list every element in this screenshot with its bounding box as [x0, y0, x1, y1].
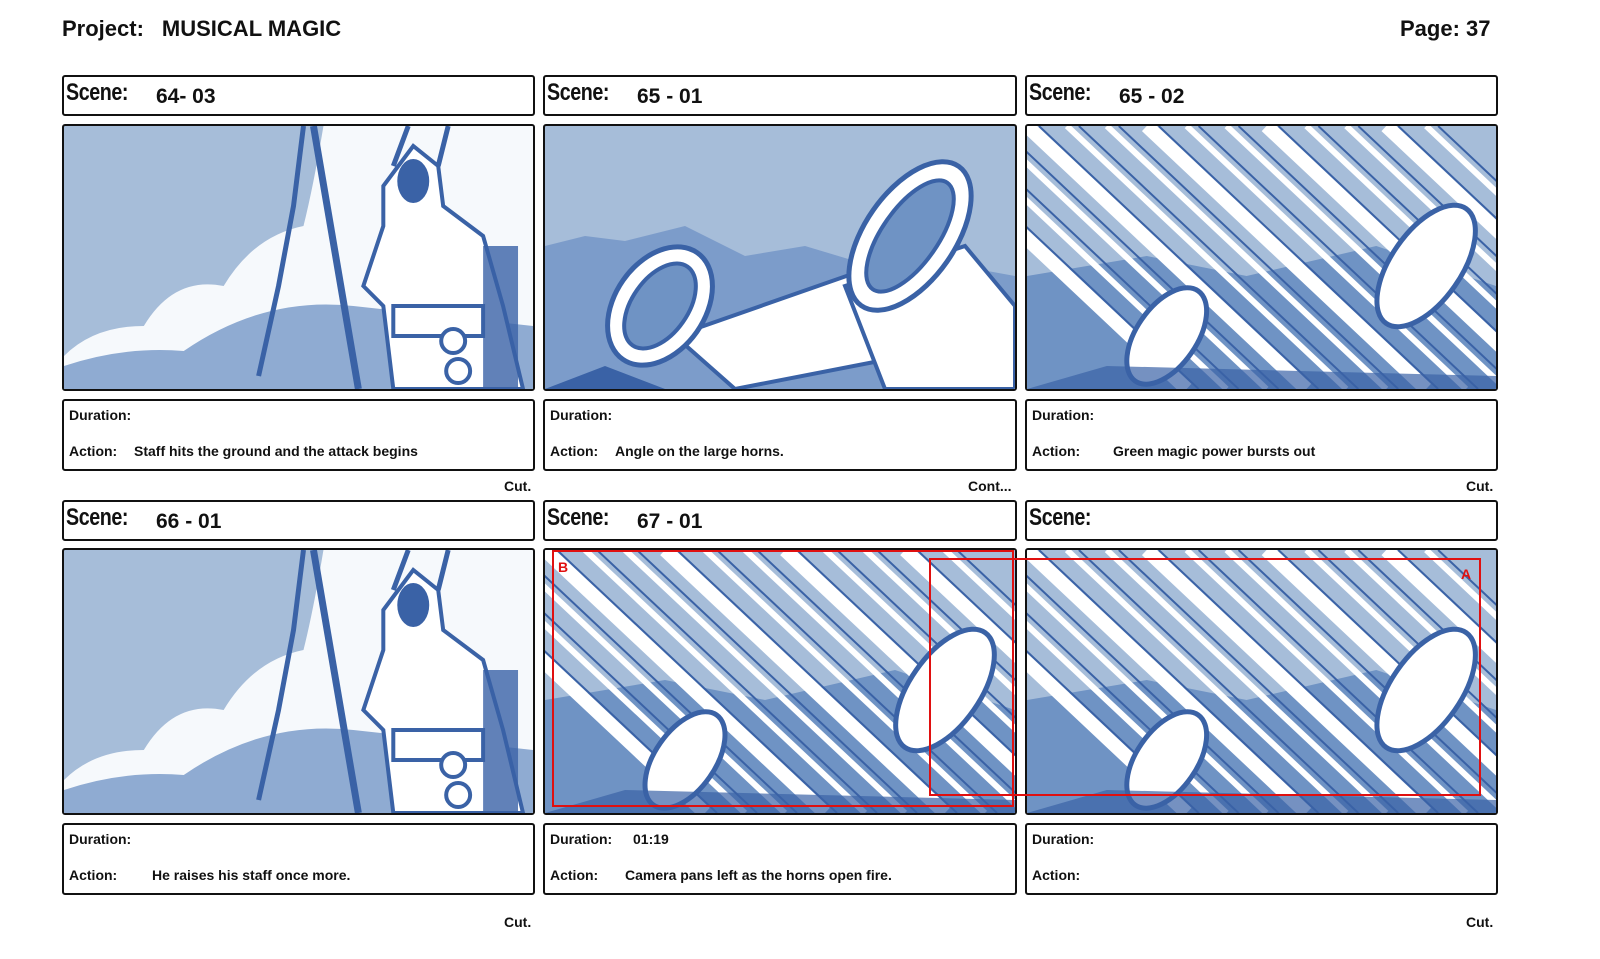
scene-label: Scene: — [66, 504, 129, 531]
action-text: Angle on the large horns. — [615, 443, 784, 459]
page-number: Page: 37 — [1400, 16, 1491, 42]
action-label: Action: — [69, 443, 118, 459]
duration-label: Duration: — [550, 831, 613, 847]
scene-label: Scene: — [1029, 79, 1092, 106]
action-label: Action: — [550, 443, 599, 459]
scene-header: Scene: 65 - 02 — [1025, 75, 1498, 116]
action-text: He raises his staff once more. — [152, 867, 351, 883]
scene-header: Scene: 64- 03 — [62, 75, 535, 116]
panel-image-large-horns — [543, 124, 1017, 391]
transition-label: Cut. — [1466, 478, 1494, 494]
panel-notes: Duration: Action: Green magic power burs… — [1025, 399, 1498, 471]
project-name: MUSICAL MAGIC — [161, 16, 342, 41]
scene-label: Scene: — [547, 504, 610, 531]
panel-image-horns-firing — [1025, 124, 1498, 391]
duration-label: Duration: — [1032, 831, 1095, 847]
scene-header: Scene: — [1025, 500, 1498, 541]
camera-frame-b — [552, 550, 1014, 807]
camera-frame-a-label: A — [1461, 566, 1472, 582]
action-text: Camera pans left as the horns open fire. — [625, 867, 892, 883]
page-label: Page: — [1400, 16, 1460, 41]
scene-label: Scene: — [1029, 504, 1092, 531]
scene-header: Scene: 66 - 01 — [62, 500, 535, 541]
duration-label: Duration: — [69, 407, 132, 423]
action-label: Action: — [1032, 867, 1081, 883]
panel-image-horns-firing-wide — [543, 548, 1017, 815]
transition-label: Cut. — [1466, 914, 1494, 930]
panel-notes: Duration: Action: — [1025, 823, 1498, 895]
transition-label: Cut. — [504, 478, 532, 494]
panel-notes: Duration: 01:19 Action: Camera pans left… — [543, 823, 1017, 895]
action-label: Action: — [1032, 443, 1081, 459]
scene-number: 67 - 01 — [637, 510, 703, 533]
project-title: Project: MUSICAL MAGIC — [62, 16, 341, 42]
panel-image-warrior-with-staff — [62, 124, 535, 391]
panel-notes: Duration: Action: He raises his staff on… — [62, 823, 535, 895]
panel-image-horns-firing-wide — [1025, 548, 1498, 815]
transition-label: Cont... — [968, 478, 1012, 494]
duration-label: Duration: — [69, 831, 132, 847]
transition-label: Cut. — [504, 914, 532, 930]
panel-notes: Duration: Action: Angle on the large hor… — [543, 399, 1017, 471]
scene-header: Scene: 65 - 01 — [543, 75, 1017, 116]
scene-label: Scene: — [547, 79, 610, 106]
page-value: 37 — [1466, 16, 1491, 41]
duration-value: 01:19 — [633, 831, 669, 847]
panel-image-warrior-with-staff — [62, 548, 535, 815]
project-label: Project: — [62, 16, 144, 41]
scene-number: 65 - 02 — [1119, 85, 1185, 108]
action-label: Action: — [550, 867, 599, 883]
panel-notes: Duration: Action: Staff hits the ground … — [62, 399, 535, 471]
camera-frame-a — [929, 558, 1481, 796]
scene-header: Scene: 67 - 01 — [543, 500, 1017, 541]
scene-number: 65 - 01 — [637, 85, 703, 108]
scene-number: 66 - 01 — [156, 510, 222, 533]
action-text: Staff hits the ground and the attack beg… — [134, 443, 418, 459]
action-label: Action: — [69, 867, 118, 883]
scene-label: Scene: — [66, 79, 129, 106]
duration-label: Duration: — [550, 407, 613, 423]
action-text: Green magic power bursts out — [1113, 443, 1316, 459]
scene-number: 64- 03 — [156, 85, 216, 108]
camera-frame-b-label: B — [558, 559, 569, 575]
duration-label: Duration: — [1032, 407, 1095, 423]
